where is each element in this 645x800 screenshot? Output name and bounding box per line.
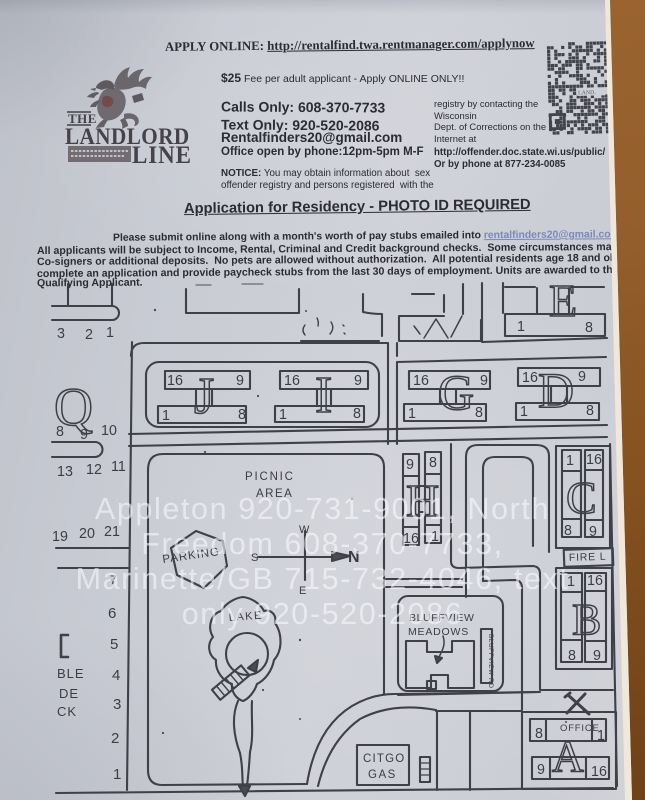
svg-text:9: 9 <box>578 369 586 385</box>
svg-text:9: 9 <box>236 373 244 389</box>
svg-text:4: 4 <box>112 667 120 684</box>
svg-text:8: 8 <box>586 403 594 419</box>
svg-text:1: 1 <box>520 404 528 420</box>
svg-text:PICNIC: PICNIC <box>245 471 295 483</box>
svg-text:9: 9 <box>537 762 545 778</box>
svg-text:C: C <box>566 472 597 523</box>
svg-text:E: E <box>299 585 306 597</box>
svg-text:8: 8 <box>353 406 361 422</box>
svg-text:9: 9 <box>480 373 488 389</box>
svg-text:16: 16 <box>413 373 429 389</box>
svg-text:D: D <box>538 362 574 418</box>
svg-text:LANDLORD: LANDLORD <box>65 123 190 149</box>
svg-text:8: 8 <box>535 726 543 742</box>
svg-text:9: 9 <box>406 457 414 473</box>
svg-text:2: 2 <box>85 327 93 343</box>
svg-text:2: 2 <box>111 730 119 747</box>
svg-text:9: 9 <box>589 524 597 540</box>
svg-text:N: N <box>348 549 360 566</box>
svg-text:CK: CK <box>57 704 77 719</box>
svg-text:16: 16 <box>522 370 538 386</box>
svg-text:OFFICE: OFFICE <box>560 723 600 734</box>
svg-text:8: 8 <box>475 405 483 421</box>
svg-text:J: J <box>194 368 214 425</box>
svg-text:FIRE L: FIRE L <box>569 551 607 564</box>
svg-text:I: I <box>315 367 332 424</box>
svg-text:1: 1 <box>408 406 416 422</box>
svg-text:20: 20 <box>79 526 95 542</box>
svg-text:E: E <box>549 275 577 326</box>
svg-text:1: 1 <box>113 766 121 783</box>
svg-text:16: 16 <box>586 452 602 468</box>
svg-text:1: 1 <box>566 453 574 469</box>
svg-text:1: 1 <box>597 728 605 744</box>
svg-text:16: 16 <box>591 764 607 780</box>
svg-text:8: 8 <box>56 424 64 440</box>
svg-text:9: 9 <box>354 373 362 389</box>
svg-text:5: 5 <box>110 636 118 653</box>
svg-text:3: 3 <box>113 696 121 713</box>
svg-text:1: 1 <box>162 408 170 424</box>
svg-text:W: W <box>299 524 310 536</box>
svg-text:16: 16 <box>284 373 300 389</box>
svg-text:8: 8 <box>568 648 576 664</box>
svg-text:GAS: GAS <box>368 769 397 781</box>
svg-text:8: 8 <box>238 407 246 423</box>
svg-text:19: 19 <box>52 529 68 545</box>
svg-text:AREA: AREA <box>256 488 293 500</box>
svg-text:S: S <box>251 552 258 564</box>
svg-text:DE: DE <box>59 686 79 701</box>
svg-text:BLUFFVIEW: BLUFFVIEW <box>409 612 475 624</box>
svg-text:12: 12 <box>86 462 102 478</box>
svg-text:10: 10 <box>101 423 117 439</box>
svg-text:9: 9 <box>80 427 88 443</box>
svg-text:BLE: BLE <box>57 666 85 681</box>
svg-text:16: 16 <box>403 531 419 547</box>
svg-text:CITGO: CITGO <box>363 753 405 765</box>
svg-text:H: H <box>406 475 439 526</box>
svg-text:16: 16 <box>167 373 183 389</box>
svg-text:MEADOWS: MEADOWS <box>408 626 469 638</box>
svg-text:LAKE: LAKE <box>228 610 263 624</box>
svg-text:11: 11 <box>111 459 126 475</box>
svg-text:21: 21 <box>104 524 120 540</box>
svg-text:1: 1 <box>431 529 439 545</box>
svg-text:1: 1 <box>106 325 114 341</box>
svg-text:8: 8 <box>429 455 437 471</box>
svg-text:A: A <box>552 732 584 781</box>
svg-text:1: 1 <box>279 407 287 423</box>
svg-text:13: 13 <box>57 464 73 480</box>
svg-text:7: 7 <box>110 573 117 587</box>
svg-text:LINE: LINE <box>132 142 192 169</box>
svg-text:G: G <box>438 364 474 420</box>
svg-text:Q: Q <box>54 377 93 437</box>
svg-text:6: 6 <box>108 605 116 622</box>
svg-text:BLUFFVIEW RD: BLUFFVIEW RD <box>487 634 494 688</box>
svg-text:3: 3 <box>57 326 65 342</box>
svg-text:8: 8 <box>564 523 572 539</box>
svg-text:1: 1 <box>517 319 525 335</box>
svg-text:LAND.: LAND. <box>578 90 596 96</box>
svg-text:THE: THE <box>68 111 97 126</box>
svg-text:B: B <box>572 595 601 644</box>
svg-text:8: 8 <box>585 320 593 336</box>
svg-text:9: 9 <box>593 648 601 664</box>
svg-text:1: 1 <box>567 574 575 590</box>
svg-text:16: 16 <box>587 573 603 589</box>
